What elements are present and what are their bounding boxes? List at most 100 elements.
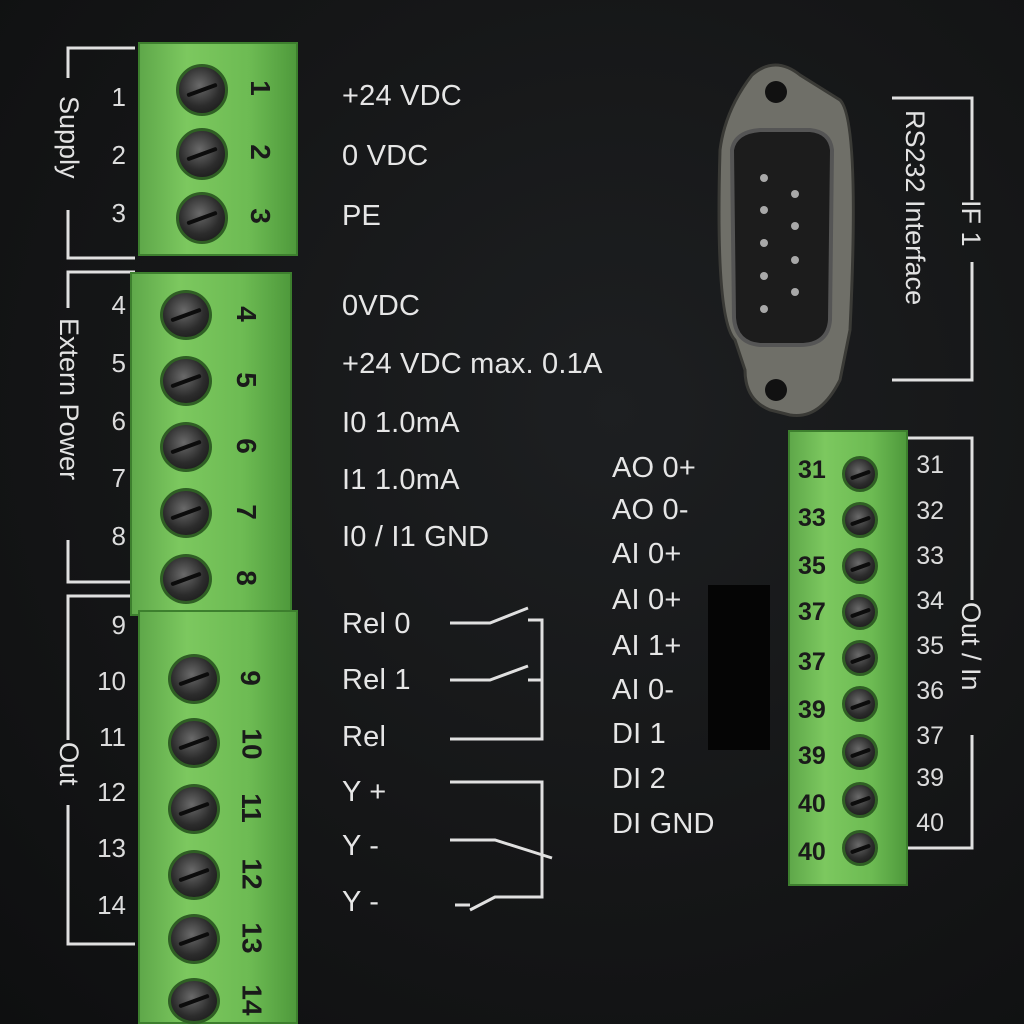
out-num-14: 14: [97, 890, 126, 920]
out-title: Out: [54, 742, 84, 786]
panel-num-32: 32: [916, 497, 944, 525]
label-y-minus-2: Y -: [342, 886, 380, 918]
block-num-12: 12: [236, 858, 268, 890]
screw-11[interactable]: [168, 784, 220, 834]
ext-num-7: 7: [111, 463, 126, 493]
out-bracket: [66, 594, 135, 946]
panel-num-37: 37: [916, 722, 944, 750]
rs232-connector: [717, 63, 855, 418]
block-num-2: 2: [244, 144, 276, 160]
out-num-9: 9: [111, 610, 126, 640]
screw-32[interactable]: [842, 502, 878, 538]
label-24vdc: +24 VDC: [342, 80, 462, 112]
if1-bracket: [892, 96, 974, 382]
label-ext-0vdc: 0VDC: [342, 290, 421, 322]
supply-title: Supply: [54, 96, 84, 179]
rblock-num-6: 39: [798, 696, 826, 724]
screw-7[interactable]: [160, 488, 212, 538]
block-num-8: 8: [230, 570, 262, 586]
label-rel: Rel: [342, 721, 387, 753]
y-minus-2: [469, 860, 544, 912]
screw-1[interactable]: [176, 64, 228, 116]
label-ai0-plus-1: AI 0+: [612, 538, 682, 570]
label-i1: I1 1.0mA: [342, 464, 460, 496]
rblock-num-2: 33: [798, 504, 826, 532]
supply-num-3: 3: [111, 198, 126, 228]
screw-12[interactable]: [168, 850, 220, 900]
block-num-14: 14: [236, 984, 268, 1016]
out-num-11: 11: [99, 722, 126, 752]
screw-31[interactable]: [842, 456, 878, 492]
screw-10[interactable]: [168, 718, 220, 768]
label-di1: DI 1: [612, 718, 666, 750]
screw-40[interactable]: [842, 830, 878, 866]
block-num-3: 3: [244, 208, 276, 224]
rblock-num-1: 31: [798, 456, 826, 484]
ext-num-8: 8: [111, 521, 126, 551]
screw-37[interactable]: [842, 734, 878, 770]
if1-subtitle: RS232 Interface: [900, 110, 930, 306]
block-num-1: 1: [244, 80, 276, 96]
label-y-plus: Y +: [342, 776, 387, 808]
out-num-12: 12: [97, 777, 126, 807]
ext-num-6: 6: [111, 406, 126, 436]
label-i0: I0 1.0mA: [342, 407, 460, 439]
rblock-num-8: 40: [798, 790, 826, 818]
ext-num-4: 4: [111, 290, 126, 320]
rblock-num-7: 39: [798, 742, 826, 770]
if1-title: IF 1: [956, 200, 986, 247]
screw-14[interactable]: [168, 978, 220, 1024]
label-ao0-plus: AO 0+: [612, 452, 697, 484]
panel-num-35: 35: [916, 632, 944, 660]
screw-34[interactable]: [842, 594, 878, 630]
screw-3[interactable]: [176, 192, 228, 244]
block-num-6: 6: [230, 438, 262, 454]
panel-num-31: 31: [916, 451, 944, 479]
screw-39[interactable]: [842, 782, 878, 818]
screw-33[interactable]: [842, 548, 878, 584]
screw-5[interactable]: [160, 356, 212, 406]
out-num-10: 10: [97, 666, 126, 696]
out-in-bracket: [905, 436, 974, 850]
label-di2: DI 2: [612, 763, 666, 795]
panel-num-36: 36: [916, 677, 944, 705]
screw-36[interactable]: [842, 686, 878, 722]
block-num-7: 7: [230, 504, 262, 520]
rblock-num-5: 37: [798, 648, 826, 676]
block-num-5: 5: [230, 372, 262, 388]
screw-8[interactable]: [160, 554, 212, 604]
screw-2[interactable]: [176, 128, 228, 180]
screw-35[interactable]: [842, 640, 878, 676]
block-num-9: 9: [234, 670, 266, 686]
rel0-contact: [450, 606, 529, 625]
label-y-minus-1: Y -: [342, 830, 380, 862]
label-ai0-plus-2: AI 0+: [612, 584, 682, 616]
screw-4[interactable]: [160, 290, 212, 340]
rblock-num-3: 35: [798, 552, 826, 580]
panel-slot: [708, 585, 770, 750]
panel-num-33: 33: [916, 542, 944, 570]
panel-num-40: 40: [916, 809, 944, 837]
ext-num-5: 5: [111, 348, 126, 378]
rblock-num-4: 37: [798, 598, 826, 626]
y-plus-line: [450, 780, 544, 860]
label-ext-24vdc: +24 VDC max. 0.1A: [342, 348, 603, 380]
screw-13[interactable]: [168, 914, 220, 964]
label-rel0: Rel 0: [342, 608, 411, 640]
supply-bracket: [66, 46, 135, 260]
label-rel1: Rel 1: [342, 664, 411, 696]
screw-6[interactable]: [160, 422, 212, 472]
out-in-title: Out / In: [956, 602, 986, 691]
extern-power-title: Extern Power: [54, 318, 84, 481]
label-ai1-plus: AI 1+: [612, 630, 682, 662]
label-ai0-minus: AI 0-: [612, 674, 675, 706]
block-num-10: 10: [236, 728, 268, 760]
rblock-num-9: 40: [798, 838, 826, 866]
label-di-gnd: DI GND: [612, 808, 715, 840]
supply-num-2: 2: [111, 140, 126, 170]
rel1-contact: [450, 664, 529, 682]
screw-9[interactable]: [168, 654, 220, 704]
panel-num-34: 34: [916, 587, 944, 615]
